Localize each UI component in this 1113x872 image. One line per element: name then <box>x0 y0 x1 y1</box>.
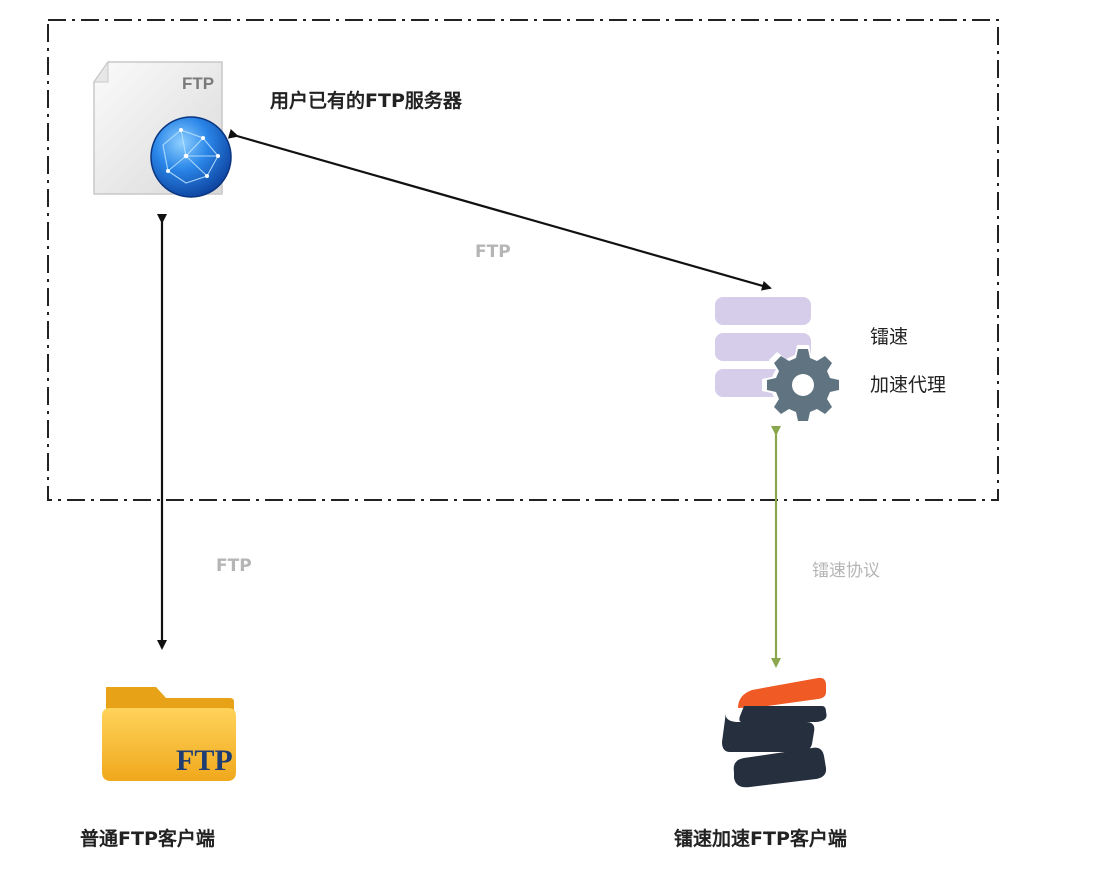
raysync-client-label: 镭速加速FTP客户端 <box>674 828 847 850</box>
ftp-server-icon: FTP <box>93 60 232 198</box>
edge-server-proxy <box>227 128 772 291</box>
folder-ftp-text: FTP <box>176 744 233 777</box>
server-doc-ftp-text: FTP <box>182 74 214 93</box>
raysync-logo-icon <box>722 677 827 788</box>
edge-label-server-proxy: FTP <box>475 242 511 262</box>
proxy-label-line2: 加速代理 <box>870 374 947 396</box>
edge-label-server-client: FTP <box>216 556 252 576</box>
gear-icon <box>762 345 844 425</box>
boundary-box <box>47 19 999 501</box>
proxy-label-line1: 镭速 <box>870 326 909 348</box>
ftp-client-label: 普通FTP客户端 <box>80 828 215 850</box>
ftp-server-label: 用户已有的FTP服务器 <box>270 90 462 112</box>
ftp-folder-icon: FTP <box>102 687 236 781</box>
edge-label-proxy-client: 镭速协议 <box>812 561 880 581</box>
proxy-server-icon <box>715 297 844 425</box>
